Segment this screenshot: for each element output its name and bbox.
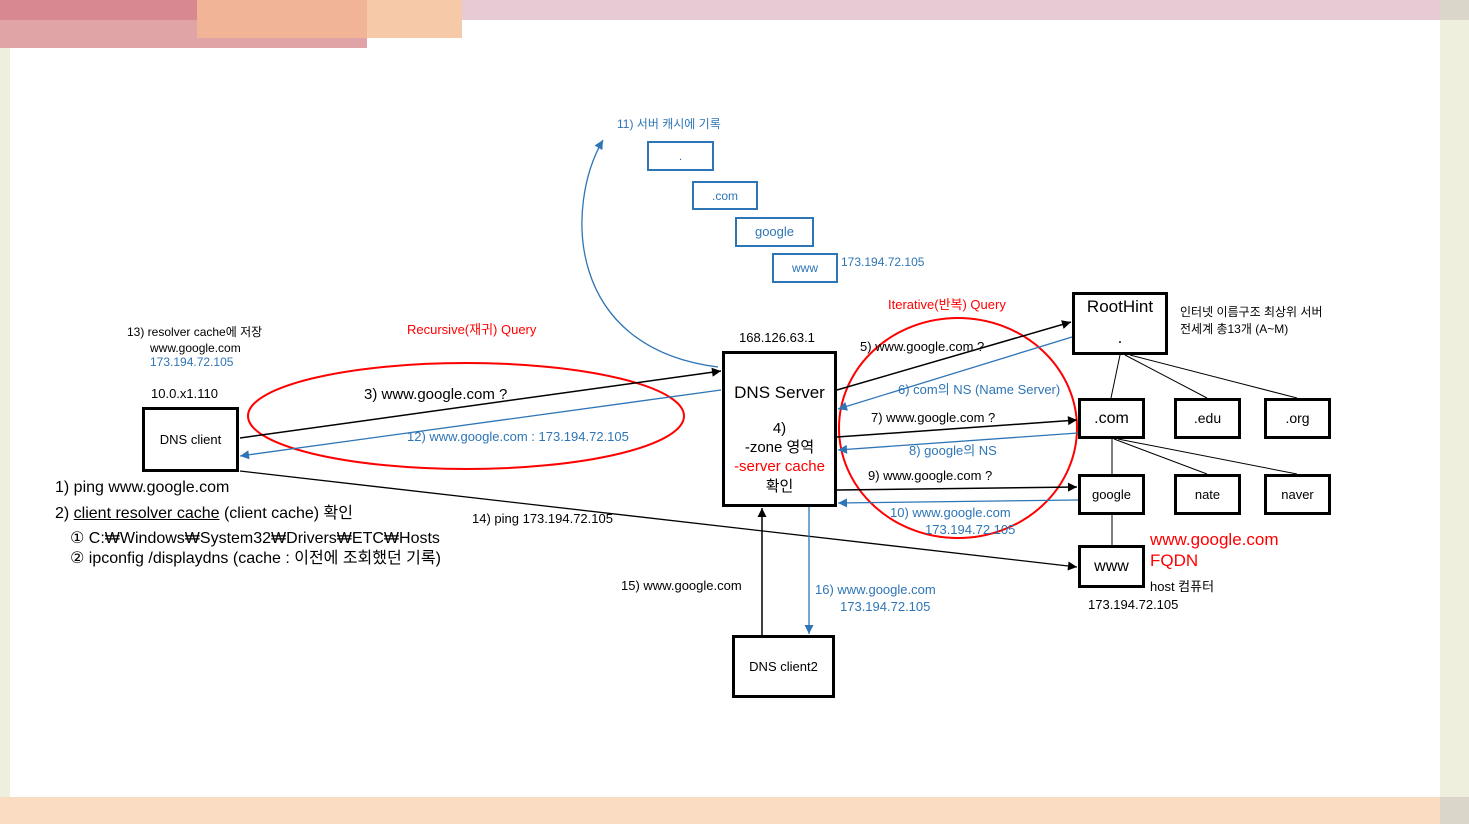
host-fqdn: www.google.com <box>1150 530 1279 549</box>
right-bottom-corner <box>1440 797 1469 824</box>
dns-server-label: DNS Server <box>734 383 825 402</box>
host-ip: 173.194.72.105 <box>1088 597 1179 612</box>
tree-line-root-com <box>1110 354 1121 399</box>
tld-box-com: .com <box>1078 398 1145 439</box>
arrow-11-cache-write <box>581 139 719 368</box>
root-hint-desc-1: 인터넷 이름구조 최상위 서버 <box>1180 305 1323 319</box>
host-box-www: www <box>1078 545 1145 588</box>
root-hint-label: RootHint <box>1086 297 1154 316</box>
arrow-12-recursive-answer <box>239 389 722 460</box>
client-step-2-2: ② ipconfig /displaydns (cache : 이전에 조회했던… <box>70 550 441 567</box>
cache-box-root: . <box>647 141 714 171</box>
top-salmon-overlap <box>197 0 367 38</box>
resolver-cache-ip: 173.194.72.105 <box>150 355 234 369</box>
dns-server-zone: -zone 영역 <box>744 439 815 456</box>
message-8: 8) google의 NS <box>909 443 997 458</box>
host-fqdn-label: FQDN <box>1150 551 1199 570</box>
arrow-7-com-query <box>836 416 1078 438</box>
tree-line-root-org <box>1129 354 1298 399</box>
tld-label-com: .com <box>1094 410 1129 427</box>
client-step-2-underlined: client resolver cache <box>73 505 220 522</box>
message-15: 15) www.google.com <box>621 578 742 593</box>
arrow-6-root-answer <box>837 336 1073 411</box>
tree-line-com-naver <box>1117 438 1298 475</box>
message-12: 12) www.google.com : 173.194.72.105 <box>407 429 629 444</box>
top-band <box>462 0 1440 20</box>
client-step-2-prefix: 2) <box>55 505 74 522</box>
dns-client-ip: 10.0.x1.110 <box>151 386 218 401</box>
arrow-9-google-query <box>836 482 1078 492</box>
domain-box-naver: naver <box>1264 474 1331 515</box>
host-type-label: host 컴퓨터 <box>1150 579 1215 594</box>
arrow-14-ping <box>239 470 1078 571</box>
domain-label-google: google <box>1091 486 1132 502</box>
cache-ip: 173.194.72.105 <box>841 255 925 269</box>
recursive-query-label: Recursive(재귀) Query <box>407 322 537 337</box>
tld-label-edu: .edu <box>1193 410 1222 426</box>
domain-box-nate: nate <box>1174 474 1241 515</box>
domain-box-google: google <box>1078 474 1145 515</box>
server-cache-label: 11) 서버 캐시에 기록 <box>617 117 721 131</box>
iterative-query-label: Iterative(반복) Query <box>888 297 1006 312</box>
tld-label-org: .org <box>1285 410 1310 426</box>
message-14: 14) ping 173.194.72.105 <box>472 511 613 526</box>
client-step-2-suffix: (client cache) 확인 <box>219 505 353 522</box>
domain-label-naver: naver <box>1281 486 1314 502</box>
dns-client-label: DNS client <box>159 431 222 447</box>
host-label-www: www <box>1094 558 1129 575</box>
tld-box-edu: .edu <box>1174 398 1241 439</box>
dns-server-cache: -server cache <box>734 458 825 475</box>
recursive-query-ellipse <box>247 362 685 470</box>
message-3: 3) www.google.com ? <box>364 386 508 403</box>
tree-line-com-nate <box>1113 438 1208 475</box>
client-step-2-1: ① C:₩Windows₩System32₩Drivers₩ETC₩Hosts <box>70 530 440 547</box>
cache-box-www: www <box>772 253 838 283</box>
message-7: 7) www.google.com ? <box>871 410 996 425</box>
dns-server-step: 4) <box>772 420 787 437</box>
bottom-band <box>0 797 1440 824</box>
iterative-query-ellipse <box>838 317 1078 539</box>
arrow-5-root-query <box>836 320 1072 391</box>
cache-box-com: .com <box>692 181 758 210</box>
domain-label-nate: nate <box>1194 486 1221 502</box>
resolver-cache-domain: www.google.com <box>150 341 241 355</box>
root-hint-dot: . <box>1117 328 1123 347</box>
message-16-domain: 16) www.google.com <box>815 582 936 597</box>
dns-server-check: 확인 <box>765 478 794 495</box>
message-10-ip: 173.194.72.105 <box>925 522 1016 537</box>
dns-client2-label: DNS client2 <box>749 658 818 674</box>
arrow-8-com-answer <box>837 432 1079 454</box>
top-left-dark-rose-block <box>0 0 197 20</box>
message-16-ip: 173.194.72.105 <box>840 599 931 614</box>
right-side-band <box>1440 20 1469 797</box>
dns-server-box: DNS Server 4) -zone 영역 -server cache 확인 <box>722 351 837 507</box>
client-step-1: 1) ping www.google.com <box>55 479 230 496</box>
dns-server-ip: 168.126.63.1 <box>739 330 815 345</box>
left-side-band <box>0 48 10 797</box>
message-5: 5) www.google.com ? <box>860 339 985 354</box>
tree-line-root-edu <box>1124 354 1208 399</box>
arrow-3-recursive-query <box>239 367 722 439</box>
tld-box-org: .org <box>1264 398 1331 439</box>
message-10-domain: 10) www.google.com <box>890 505 1011 520</box>
resolver-cache-label: 13) resolver cache에 저장 <box>127 325 263 339</box>
message-9: 9) www.google.com ? <box>868 468 993 483</box>
dns-client2-box: DNS client2 <box>732 635 835 698</box>
root-hint-desc-2: 전세계 총13개 (A~M) <box>1180 322 1289 336</box>
dns-client-box: DNS client <box>142 407 239 472</box>
right-top-corner <box>1440 0 1469 20</box>
message-6: 6) com의 NS (Name Server) <box>898 382 1061 397</box>
client-step-2: 2) client resolver cache (client cache) … <box>55 504 353 523</box>
root-hint-box: RootHint . <box>1072 292 1168 355</box>
arrow-10-google-answer <box>837 498 1079 508</box>
cache-box-google: google <box>735 217 814 247</box>
